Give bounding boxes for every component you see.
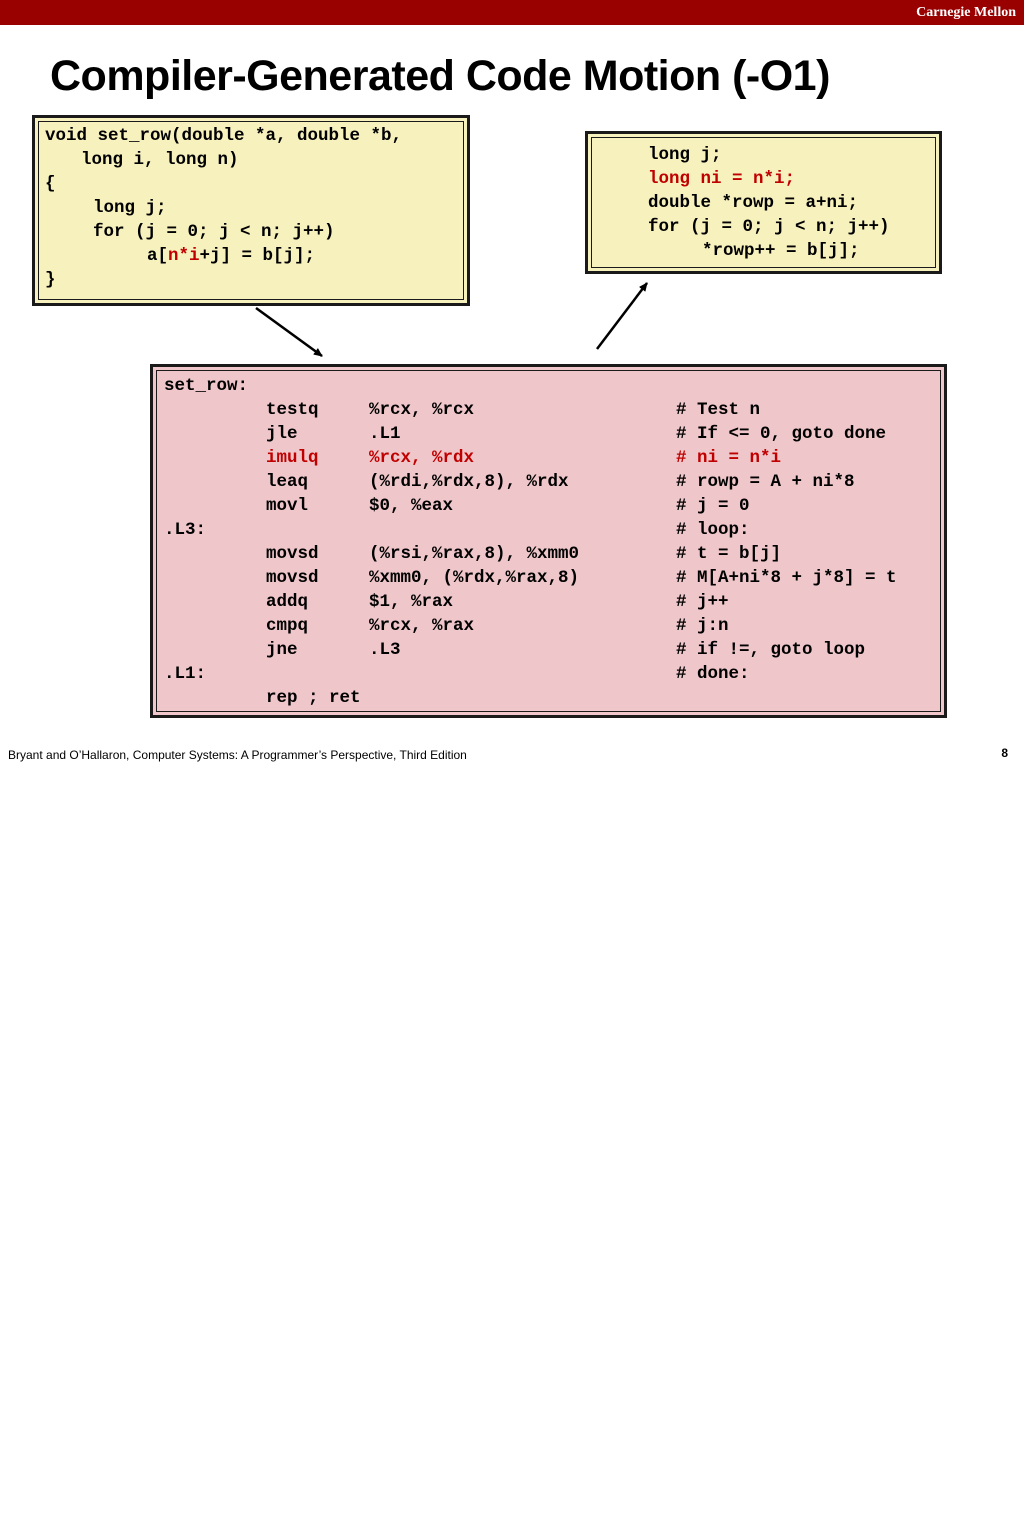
asm-label: .L3: — [164, 520, 207, 540]
asm-args: %rcx, %rax — [369, 616, 475, 636]
asm-comment: # done: — [676, 664, 750, 684]
highlighted-code-line: long ni = n*i; — [648, 169, 796, 189]
code-line: void set_row(double *a, double *b, — [45, 126, 403, 146]
page-number: 8 — [1001, 746, 1008, 760]
asm-op-highlighted: imulq — [266, 448, 319, 468]
asm-label: set_row: — [164, 376, 249, 396]
arrow-assembly-to-optimized — [596, 282, 648, 350]
asm-comment: # j:n — [676, 616, 729, 636]
asm-op: movl — [266, 496, 309, 516]
asm-op: leaq — [266, 472, 309, 492]
code-line: long j; — [648, 145, 722, 165]
asm-comment-highlighted: # ni = n*i — [676, 448, 782, 468]
header-bar: Carnegie Mellon — [0, 0, 1024, 25]
source-code-box: void set_row(double *a, double *b, long … — [32, 115, 470, 306]
asm-comment: # Test n — [676, 400, 761, 420]
asm-comment: # If <= 0, goto done — [676, 424, 887, 444]
asm-comment: # loop: — [676, 520, 750, 540]
brand-label: Carnegie Mellon — [916, 5, 1016, 20]
asm-comment: # M[A+ni*8 + j*8] = t — [676, 568, 897, 588]
asm-op: jle — [266, 424, 298, 444]
asm-args: $1, %rax — [369, 592, 454, 612]
code-line: long j; — [93, 198, 167, 218]
slide-title: Compiler-Generated Code Motion (-O1) — [50, 52, 830, 100]
asm-args: $0, %eax — [369, 496, 454, 516]
asm-op: movsd — [266, 544, 319, 564]
asm-args: .L3 — [369, 640, 401, 660]
asm-comment: # t = b[j] — [676, 544, 782, 564]
code-line: for (j = 0; j < n; j++) — [648, 217, 890, 237]
code-line: long i, long n) — [81, 150, 239, 170]
asm-comment: # rowp = A + ni*8 — [676, 472, 855, 492]
code-fragment: +j] = b[j]; — [199, 246, 316, 266]
asm-comment: # if !=, goto loop — [676, 640, 866, 660]
asm-op: rep ; ret — [266, 688, 361, 708]
code-line: for (j = 0; j < n; j++) — [93, 222, 335, 242]
asm-comment: # j++ — [676, 592, 729, 612]
asm-op: jne — [266, 640, 298, 660]
arrows-layer — [255, 282, 648, 358]
assembly-code-box: set_row: testq %rcx, %rcx # Test n jle .… — [150, 364, 947, 718]
code-fragment: a[ — [147, 246, 169, 266]
asm-label: .L1: — [164, 664, 207, 684]
optimized-code-inner-border — [591, 137, 936, 268]
asm-args: (%rsi,%rax,8), %xmm0 — [369, 544, 580, 564]
asm-args: .L1 — [369, 424, 401, 444]
optimized-code-box: long j; long ni = n*i; double *rowp = a+… — [585, 131, 942, 274]
footer-citation: Bryant and O’Hallaron, Computer Systems:… — [8, 748, 467, 762]
asm-args: (%rdi,%rdx,8), %rdx — [369, 472, 569, 492]
asm-op: cmpq — [266, 616, 309, 636]
asm-op: movsd — [266, 568, 319, 588]
asm-args: %xmm0, (%rdx,%rax,8) — [369, 568, 580, 588]
asm-op: addq — [266, 592, 309, 612]
code-line: { — [45, 174, 56, 194]
source-code-inner-border — [38, 121, 464, 300]
asm-op: testq — [266, 400, 319, 420]
code-line: } — [45, 270, 56, 290]
asm-comment: # j = 0 — [676, 496, 750, 516]
asm-args-highlighted: %rcx, %rdx — [369, 448, 475, 468]
assembly-inner-border — [156, 370, 941, 712]
arrow-source-to-assembly — [255, 306, 323, 358]
code-line-array-access: a[n*i+j] = b[j]; — [147, 244, 315, 268]
code-line: double *rowp = a+ni; — [648, 193, 859, 213]
code-line: *rowp++ = b[j]; — [702, 241, 860, 261]
asm-args: %rcx, %rcx — [369, 400, 475, 420]
highlighted-expression: n*i — [168, 246, 200, 266]
